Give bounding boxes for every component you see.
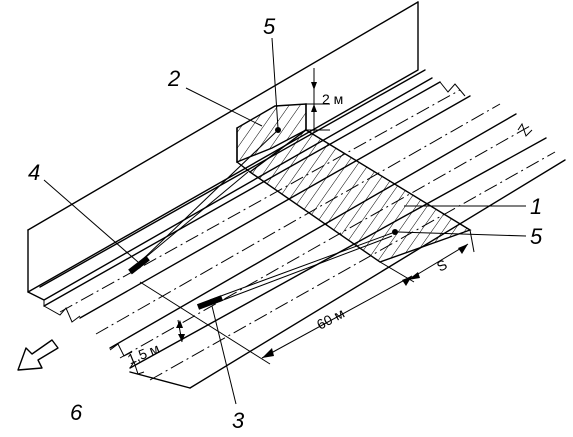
lane-centerlines — [59, 89, 556, 381]
device-3 — [196, 295, 224, 310]
label-s: S — [434, 256, 450, 275]
sight-lines — [139, 129, 396, 306]
label-4: 4 — [28, 160, 40, 185]
label-5-right: 5 — [530, 224, 543, 249]
dimension-2m: 2 м — [306, 68, 343, 132]
point-road — [392, 229, 398, 235]
label-1: 1 — [530, 194, 542, 219]
label-2m: 2 м — [322, 91, 343, 107]
label-1-5m: 1,5 м — [125, 340, 162, 367]
point-top — [275, 127, 281, 133]
label-3: 3 — [232, 408, 245, 433]
dimension-1-5m: 1,5 м — [125, 319, 185, 367]
label-6: 6 — [70, 400, 83, 425]
wall — [27, 1, 441, 307]
label-2: 2 — [167, 66, 180, 91]
device-4 — [128, 255, 150, 275]
road-zone — [248, 129, 472, 263]
label-5-top: 5 — [263, 14, 276, 39]
wall-target — [236, 103, 307, 173]
view-arrow — [17, 339, 59, 371]
leaders — [43, 37, 527, 405]
